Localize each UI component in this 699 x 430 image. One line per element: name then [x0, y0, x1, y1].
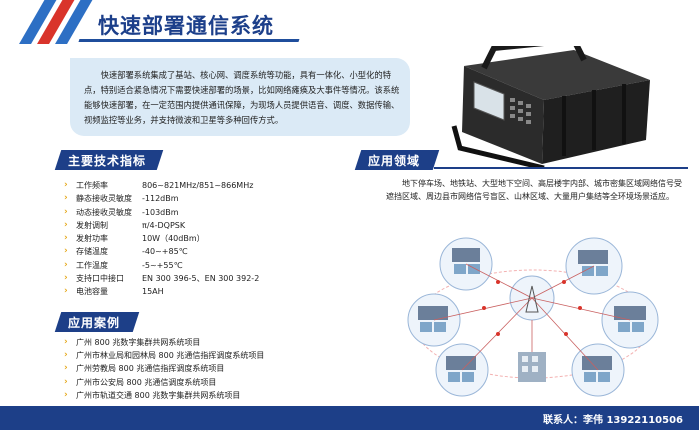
arrow-icon: ›: [64, 376, 68, 387]
arrow-icon: ›: [64, 246, 68, 257]
specs-heading: 主要技术指标: [54, 150, 358, 170]
spec-key: 动态接收灵敏度: [76, 207, 132, 217]
application-heading-line: [434, 167, 688, 169]
application-text: 地下停车场、地铁站、大型地下空间、高层楼宇内部、城市密集区域网络信号受遮挡区域、…: [386, 179, 682, 201]
case-text: 广州劳教局 800 兆通信指挥调度系统项目: [76, 364, 225, 374]
arrow-icon: ›: [64, 337, 68, 347]
spec-key: 静态接收灵敏度: [76, 194, 132, 204]
case-text: 广州市轨道交通 800 兆数字集群共网系统项目: [76, 390, 241, 400]
arrow-icon: ›: [64, 219, 68, 230]
spec-key: 存储温度: [76, 247, 108, 257]
spec-value: 15AH: [142, 287, 164, 297]
spec-row: › 发射功率 10W（40dBm）: [64, 232, 364, 245]
spec-key: 发射调制: [76, 220, 108, 230]
spec-value: 10W（40dBm）: [142, 234, 205, 244]
spec-key: 支持口中接口: [76, 274, 124, 284]
spec-key: 发射功率: [76, 234, 108, 244]
spec-value: -5~+55℃: [142, 260, 183, 270]
case-text: 广州市林业局和园林局 800 兆通信指挥调度系统项目: [76, 351, 265, 361]
cases-heading: 应用案例: [54, 312, 358, 332]
case-item: › 广州市轨道交通 800 兆数字集群共网系统项目: [64, 389, 364, 402]
spec-row: › 工作频率 806~821MHz/851~866MHz: [64, 179, 364, 192]
arrow-icon: ›: [64, 193, 68, 204]
arrow-icon: ›: [64, 286, 68, 297]
spec-row: › 存储温度 -40~+85℃: [64, 245, 364, 258]
intro-box: 快速部署系统集成了基站、核心网、调度系统等功能，具有一体化、小型化的特点，特别适…: [70, 58, 410, 136]
arrow-icon: ›: [64, 259, 68, 270]
case-item: › 广州市公安局 800 兆通信调度系统项目: [64, 376, 364, 389]
specs-heading-label: 主要技术指标: [68, 154, 147, 168]
arrow-icon: ›: [64, 233, 68, 244]
arrow-icon: ›: [64, 180, 68, 190]
spec-row: › 发射调制 π/4-DQPSK: [64, 219, 364, 232]
spec-value: -40~+85℃: [142, 247, 188, 257]
device-image: [451, 46, 650, 168]
case-item: › 广州 800 兆数字集群共网系统项目: [64, 336, 364, 349]
case-text: 广州 800 兆数字集群共网系统项目: [76, 338, 201, 347]
spec-row: › 静态接收灵敏度 -112dBm: [64, 192, 364, 205]
case-list: › 广州 800 兆数字集群共网系统项目 › 广州市林业局和园林局 800 兆通信指…: [64, 336, 364, 402]
arrow-icon: ›: [64, 273, 68, 284]
spec-key: 工作频率: [76, 181, 108, 190]
arrow-icon: ›: [64, 206, 68, 217]
case-item: › 广州市林业局和园林局 800 兆通信指挥调度系统项目: [64, 349, 364, 362]
spec-row: › 电池容量 15AH: [64, 285, 364, 298]
application-heading: 应用领域: [354, 150, 688, 170]
spec-value: -103dBm: [142, 207, 179, 217]
arrow-icon: ›: [64, 389, 68, 400]
intro-text: 快速部署系统集成了基站、核心网、调度系统等功能，具有一体化、小型化的特点，特别适…: [84, 70, 400, 125]
spec-value: π/4-DQPSK: [142, 220, 186, 230]
cases-heading-label: 应用案例: [68, 316, 121, 330]
footer-bar: 联系人：李伟 13922110506: [0, 406, 699, 430]
contact-info: 联系人：李伟 13922110506: [542, 415, 683, 426]
arrow-icon: ›: [64, 350, 68, 361]
spec-key: 电池容量: [76, 287, 108, 297]
spec-row: › 工作温度 -5~+55℃: [64, 259, 364, 272]
spec-value: -112dBm: [142, 194, 179, 204]
network-diagram: [398, 236, 668, 404]
spec-key: 工作温度: [76, 260, 108, 270]
case-item: › 广州劳教局 800 兆通信指挥调度系统项目: [64, 362, 364, 375]
arrow-icon: ›: [64, 363, 68, 374]
spec-value: EN 300 396-5、EN 300 392-2: [142, 274, 260, 284]
spec-value: 806~821MHz/851~866MHz: [142, 181, 254, 190]
case-text: 广州市公安局 800 兆通信调度系统项目: [76, 377, 217, 387]
spec-row: › 支持口中接口 EN 300 396-5、EN 300 392-2: [64, 272, 364, 285]
spec-list: › 工作频率 806~821MHz/851~866MHz › 静态接收灵敏度 -112d…: [64, 179, 364, 299]
spec-row: › 动态接收灵敏度 -103dBm: [64, 206, 364, 219]
application-heading-label: 应用领域: [368, 154, 421, 168]
page-title: 快速部署通信系统: [98, 14, 274, 38]
